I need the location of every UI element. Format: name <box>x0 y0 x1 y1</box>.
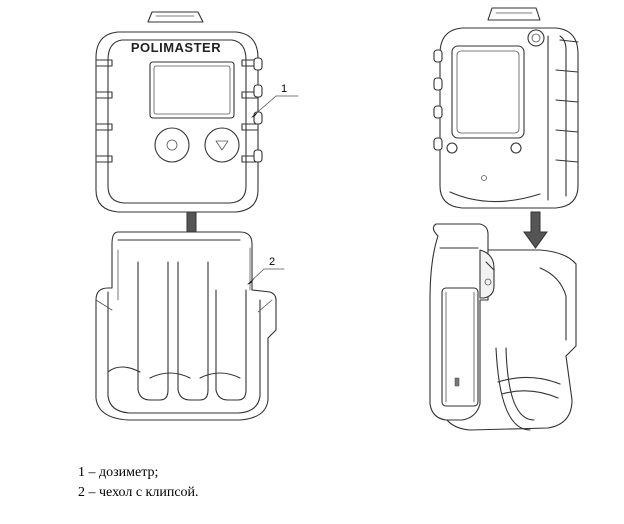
circle-button-icon <box>166 139 178 151</box>
holster-back-view <box>429 223 577 431</box>
device-assembly-figure: POLIMASTER 1 <box>95 7 579 431</box>
brand-logo: POLIMASTER <box>131 40 221 55</box>
callout-label-1: 1 <box>281 83 287 95</box>
callout-2: 2 <box>247 256 285 285</box>
triangle-down-button-icon <box>215 140 229 151</box>
down-arrow-icon <box>523 211 548 249</box>
dosimeter-back-view <box>433 7 579 209</box>
callout-1: 1 <box>251 83 299 118</box>
legend-item-1: 1 – дозиметр; <box>78 465 159 480</box>
dosimeter-front-view: POLIMASTER <box>95 11 263 213</box>
legend: 1 – дозиметр; 2 – чехол с клипсой. <box>78 463 199 503</box>
holster-front-view <box>95 231 277 421</box>
legend-item-2: 2 – чехол с клипсой. <box>78 485 199 500</box>
callout-label-2: 2 <box>269 256 275 268</box>
